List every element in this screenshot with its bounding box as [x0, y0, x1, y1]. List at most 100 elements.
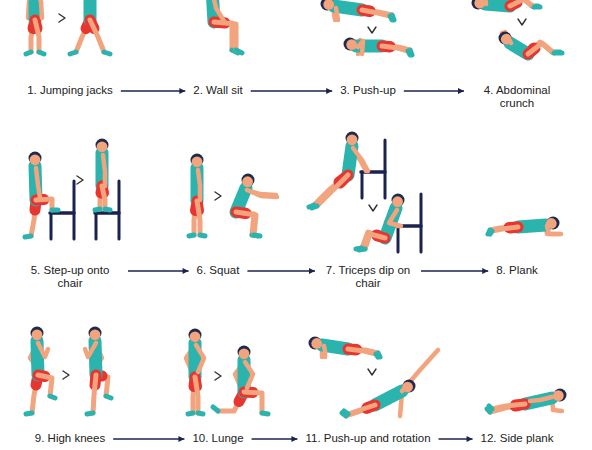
hair [29, 152, 42, 165]
exercise-name: 9. High knees [35, 432, 105, 445]
shoe [87, 413, 93, 414]
sequence-arrow [113, 436, 184, 442]
exercise-label: 7. Triceps dip on chair [323, 264, 413, 290]
sequence-chevron [63, 371, 69, 379]
arm [38, 343, 48, 357]
exercise-name: 5. Step-up onto chair [20, 264, 120, 290]
head [90, 329, 101, 340]
hair [191, 154, 204, 167]
shoe [26, 413, 32, 414]
shoe [26, 52, 31, 54]
chair-leg [50, 213, 53, 239]
chair-leg [95, 213, 98, 239]
head [501, 34, 512, 45]
shoe [344, 411, 348, 414]
hair [189, 329, 202, 342]
shoe [52, 208, 58, 213]
sequence-arrow [247, 268, 315, 274]
leg [35, 20, 39, 52]
sequence-arrow [121, 88, 185, 94]
shoe [39, 52, 44, 54]
arm [196, 345, 204, 372]
sequence-chevron [77, 176, 83, 184]
person-figure [26, 0, 44, 54]
leg [492, 227, 518, 231]
leg [197, 201, 200, 235]
leg [102, 186, 105, 209]
person-figure [309, 132, 368, 209]
person-figure [25, 152, 58, 238]
person-figure [472, 0, 541, 10]
leg [317, 175, 348, 206]
head [546, 218, 557, 229]
person-figure [356, 194, 405, 251]
exercise-label: 10. Lunge [192, 432, 243, 445]
arm [36, 168, 40, 198]
exercise-name: 4. Abdominal crunch [472, 84, 562, 110]
head [32, 329, 43, 340]
hair [392, 194, 405, 207]
leg [195, 377, 198, 413]
arrow-line [121, 90, 185, 92]
arrow-head [179, 88, 185, 94]
leg [348, 349, 378, 353]
arrow-line [128, 270, 189, 272]
leg [528, 43, 554, 54]
hair [346, 132, 359, 145]
person-figure [95, 139, 110, 211]
shoe [188, 413, 193, 414]
head [97, 141, 108, 152]
arrow-head [458, 88, 464, 94]
leg [362, 10, 392, 15]
sequence-chevron [59, 14, 65, 22]
arm [389, 210, 401, 226]
chair [95, 181, 119, 239]
head [553, 390, 564, 401]
exercise-label: 6. Squat [197, 264, 240, 277]
leg [362, 10, 390, 16]
shoe [489, 406, 492, 409]
shoe [200, 235, 205, 236]
sequence-arrow [252, 436, 298, 442]
shoe [376, 354, 378, 357]
hair [499, 32, 512, 45]
arrow-head [467, 436, 473, 442]
sequence-arrow [404, 88, 464, 94]
sequence-chevron [368, 27, 376, 33]
chair-leg [361, 172, 364, 198]
head [30, 154, 41, 165]
shoe [25, 236, 31, 237]
leg [348, 349, 376, 354]
arm [324, 346, 325, 357]
leg [236, 212, 256, 235]
leg [214, 22, 236, 50]
hair [309, 337, 322, 350]
hair [321, 0, 334, 11]
leg [490, 227, 518, 230]
exercise-label: 8. Plank [496, 264, 538, 277]
person-figure [186, 329, 204, 415]
exercise-name: 2. Wall sit [193, 84, 242, 97]
head [311, 338, 322, 349]
sequence-chevron [215, 192, 221, 200]
sequence-chevron [369, 205, 377, 211]
person-figure [309, 337, 381, 358]
head [242, 176, 253, 187]
sequence-chevron [518, 19, 526, 25]
arrow-line [251, 90, 332, 92]
shoe [198, 413, 203, 414]
head [402, 382, 413, 393]
chair-back [420, 194, 423, 252]
exercise-label: 2. Wall sit [193, 84, 242, 97]
person-figure [488, 217, 561, 235]
exercise-name: 3. Push-up [340, 84, 396, 97]
shoe [189, 235, 194, 236]
chair-back [118, 181, 121, 239]
leg [244, 392, 262, 413]
arm [358, 41, 363, 54]
hair [403, 380, 416, 393]
sequence-arrow [251, 88, 332, 94]
arrow-head [291, 436, 297, 442]
arrow-head [482, 268, 488, 274]
arrow-head [326, 88, 332, 94]
